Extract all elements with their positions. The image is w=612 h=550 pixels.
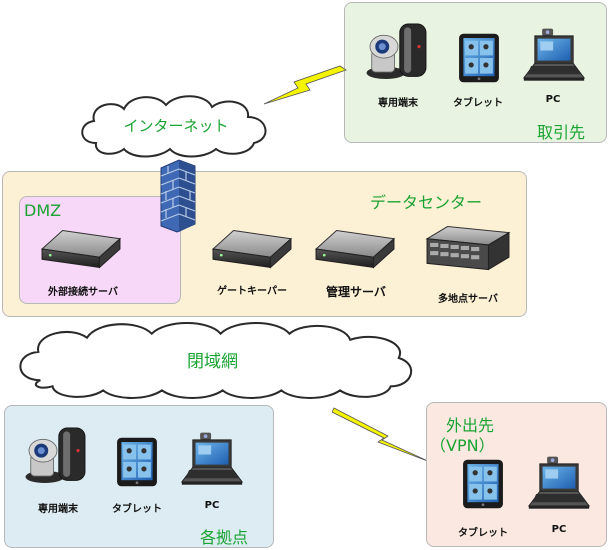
laptop-icon (522, 28, 586, 84)
remote-title-line2: （VPN） (430, 436, 495, 455)
branch-terminal-label: 専用端末 (38, 504, 78, 515)
dmz-title: DMZ (24, 201, 62, 220)
wireless-link-icon-2 (332, 407, 431, 463)
multipoint-server-label: 多地点サーバ (438, 294, 498, 305)
remote-title-line1: 外出先 (446, 416, 495, 435)
internet-label: インターネット (123, 117, 229, 135)
management-server-icon (314, 228, 396, 270)
datacenter-title: データセンター (370, 193, 483, 212)
partner-pc-label: PC (545, 94, 561, 105)
firewall-icon (160, 159, 196, 233)
external-server-label: 外部接続サーバ (48, 287, 118, 298)
video-terminal-icon (22, 424, 92, 486)
external-server-icon (40, 228, 122, 270)
multipoint-server-icon (425, 224, 511, 272)
tablet-icon (461, 458, 505, 510)
management-server-label: 管理サーバ (326, 285, 386, 299)
laptop-icon (527, 456, 591, 512)
branch-tablet-label: タブレット (112, 504, 162, 515)
wireless-link-icon (263, 65, 347, 105)
laptop-icon (180, 432, 244, 488)
gatekeeper-server-icon (211, 228, 293, 270)
branch-pc-label: PC (204, 500, 220, 511)
closed-network-label: 閉域網 (187, 352, 238, 372)
video-terminal-icon (363, 20, 433, 82)
remote-pc-label: PC (551, 524, 567, 535)
gatekeeper-label: ゲートキーパー (217, 286, 287, 297)
partner-title: 取引先 (537, 123, 586, 142)
remote-tablet-label: タブレット (458, 528, 508, 539)
partner-terminal-label: 専用端末 (378, 98, 418, 109)
branch-title: 各拠点 (200, 528, 249, 547)
tablet-icon (457, 32, 501, 84)
partner-tablet-label: タブレット (453, 98, 503, 109)
tablet-icon (115, 436, 159, 488)
